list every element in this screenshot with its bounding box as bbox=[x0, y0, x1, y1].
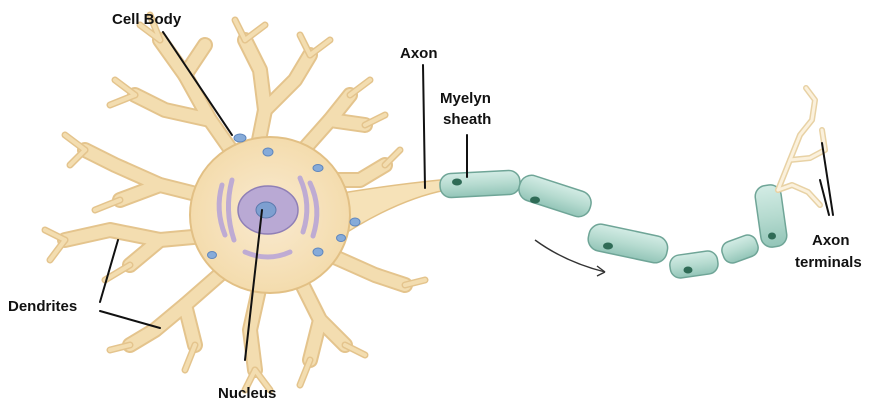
axon-terminals-leader-1 bbox=[822, 143, 833, 215]
nucleus-shape bbox=[238, 186, 298, 234]
dendrites-label: Dendrites bbox=[8, 298, 77, 315]
myelin-sheath-shape bbox=[439, 170, 788, 279]
axon-terminals-label-line2: terminals bbox=[795, 254, 862, 271]
axon-leader bbox=[423, 65, 425, 188]
myelin-sheath-label-line2: sheath bbox=[443, 111, 491, 128]
myelin-sheath-label-line1: Myelyn bbox=[440, 90, 491, 107]
axon-label: Axon bbox=[400, 45, 438, 62]
axon-terminals-label-line1: Axon bbox=[812, 232, 850, 249]
cell-body-label: Cell Body bbox=[112, 11, 182, 28]
axon-terminals-shape bbox=[778, 88, 825, 205]
dendrites-leader-lower bbox=[100, 311, 160, 328]
nucleus-label: Nucleus bbox=[218, 385, 276, 402]
